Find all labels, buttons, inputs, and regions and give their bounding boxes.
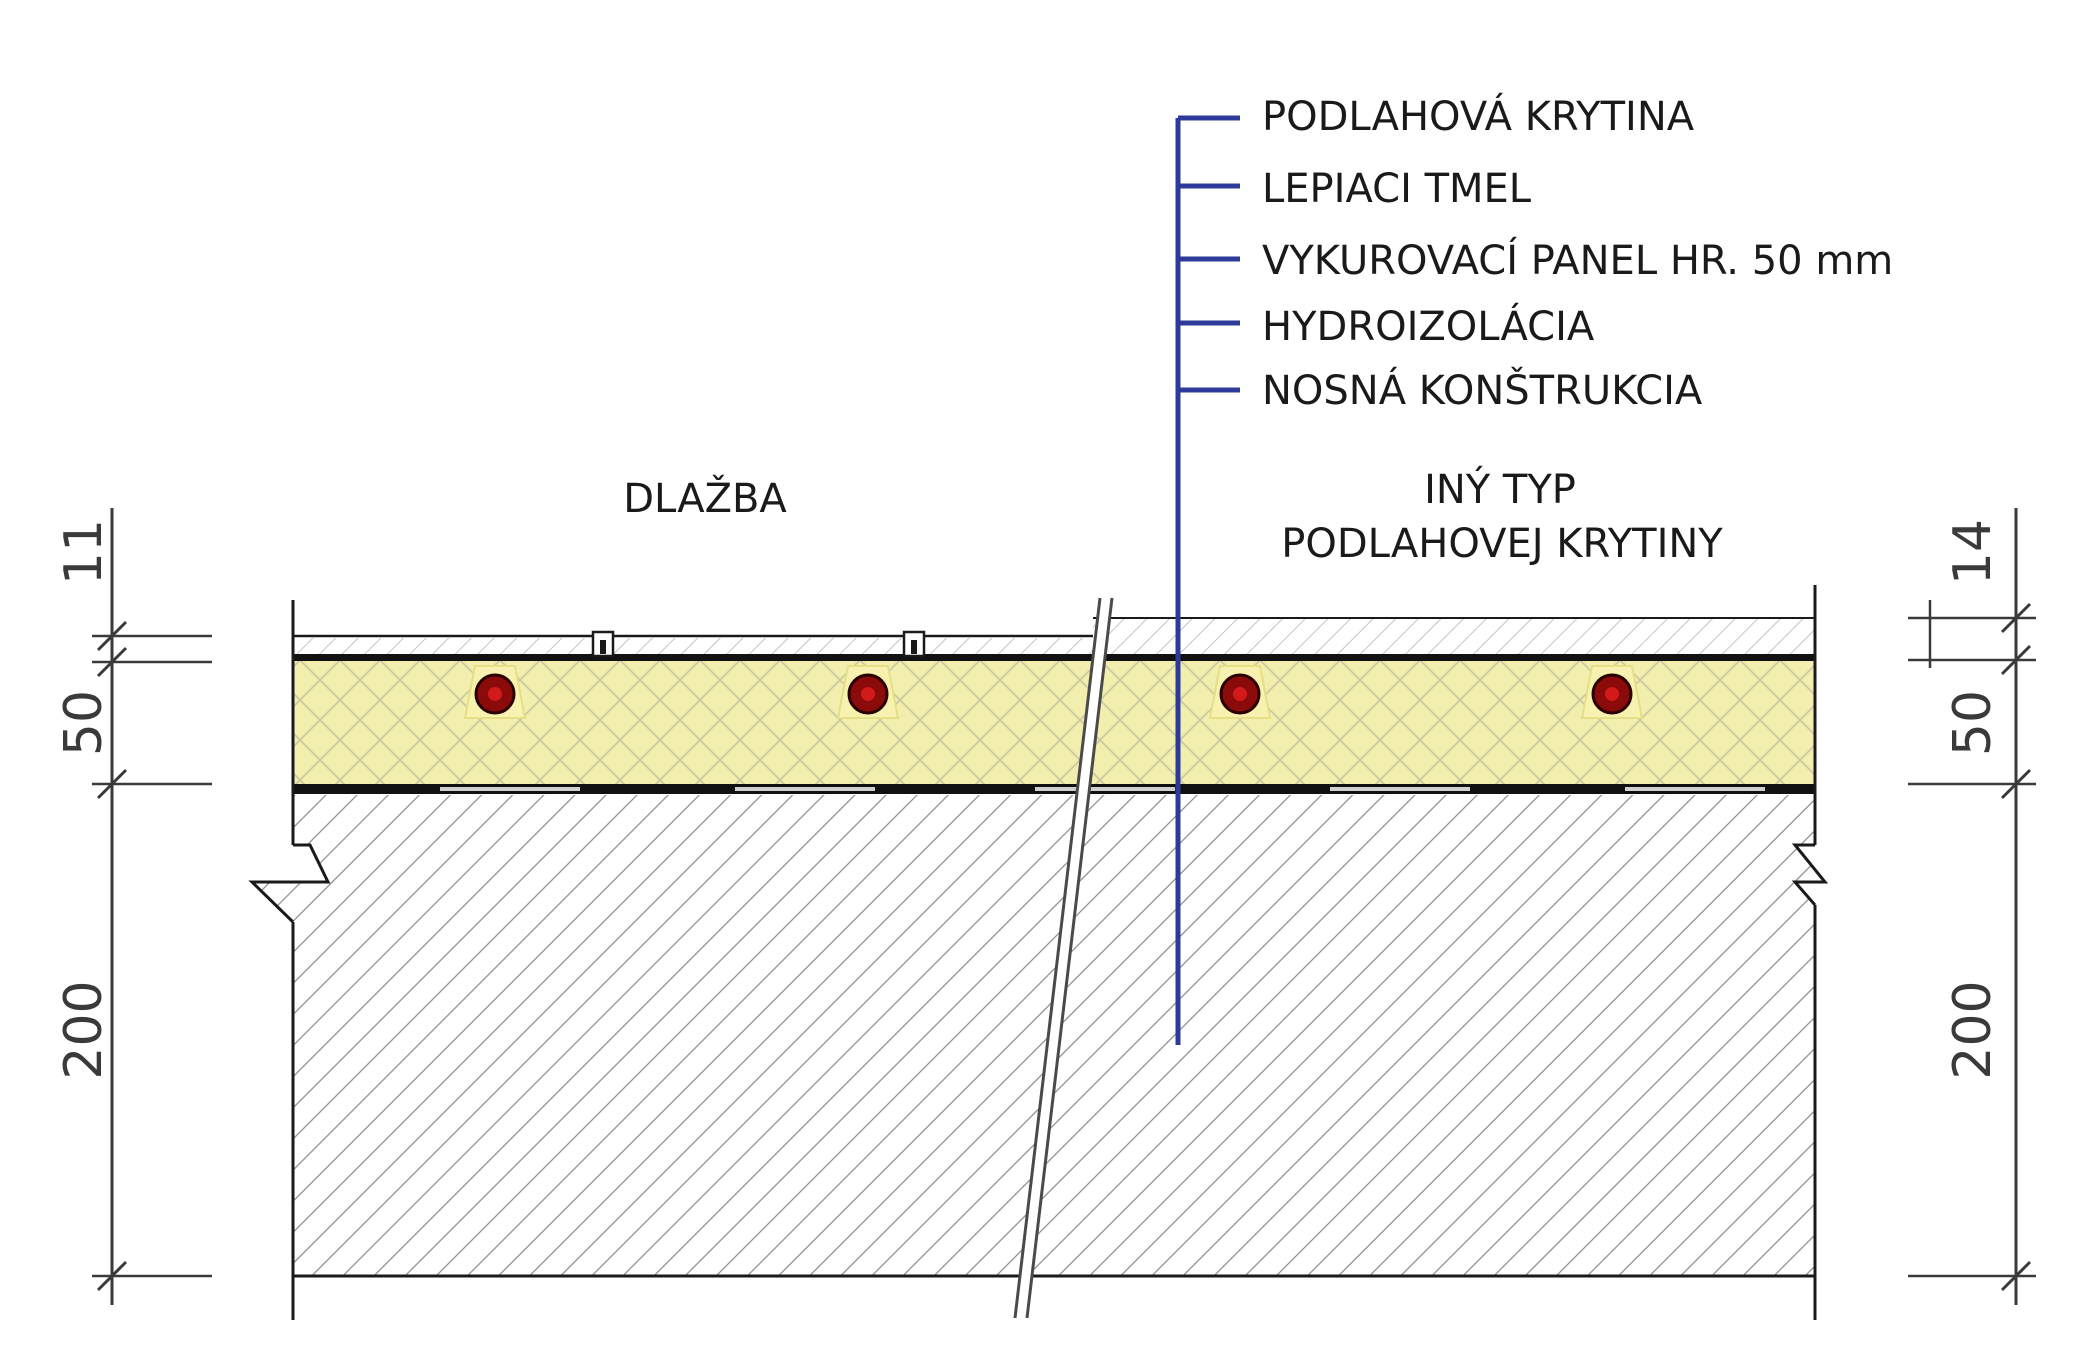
break-line [1013,597,1114,1319]
heating-pipe [1208,665,1272,719]
layer-label-waterproofing: HYDROIZOLÁCIA [1262,302,1595,350]
waterproofing-layer [293,784,1815,794]
layer-label-adhesive: LEPIACI TMEL [1262,166,1532,212]
left-dimension-top: 11 [54,519,114,585]
zone-label-other-line1: INÝ TYP [1424,465,1576,513]
layer-label-floor-covering: PODLAHOVÁ KRYTINA [1262,92,1695,140]
heating-pipe [463,665,527,719]
heating-panel-layer [293,654,1815,784]
heating-pipe [1580,665,1644,719]
tile-covering [293,630,1093,658]
right-dimension-bottom: 200 [1943,980,2003,1079]
other-floor-covering [1093,617,1815,654]
zone-label-tiles: DLAŽBA [623,474,787,522]
right-dimension-chain [1908,508,2036,1305]
layer-label-load-bearing: NOSNÁ KONŠTRUKCIA [1262,366,1703,414]
heating-pipes [463,665,1644,719]
layer-label-heating-panel: VYKUROVACÍ PANEL HR. 50 mm [1262,236,1893,284]
section-edges [291,585,1817,1320]
zone-label-other-line2: PODLAHOVEJ KRYTINY [1281,521,1723,567]
left-dimension-chain [92,508,212,1305]
right-dimension-middle: 50 [1943,690,2003,756]
right-dimension-top: 14 [1943,519,2003,585]
left-dimension-middle: 50 [54,690,114,756]
layer-leader [1175,115,1240,1045]
load-bearing-structure [248,795,1829,1278]
left-dimension-bottom: 200 [54,980,114,1079]
heating-pipe [836,665,900,719]
